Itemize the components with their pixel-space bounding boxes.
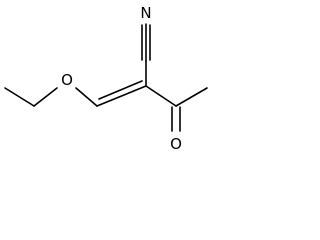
carbonyl-oxygen-label: O <box>170 135 182 153</box>
ether-oxygen-label: O <box>61 71 73 89</box>
bond-oxygen-ethyl <box>33 87 58 107</box>
bond-cc-double-inner <box>98 80 143 100</box>
bond-alkene-carbonyl <box>145 85 177 107</box>
bond-vinyl-oxygen <box>75 87 98 107</box>
nitrogen-label: N <box>140 4 151 22</box>
bond-carbonyl-methyl <box>175 87 208 107</box>
molecule-svg: N O O <box>4 4 208 153</box>
bond-ethyl-methyl <box>4 87 35 107</box>
bond-cc-double-main <box>96 85 147 107</box>
structure-canvas: N O O <box>0 0 216 158</box>
